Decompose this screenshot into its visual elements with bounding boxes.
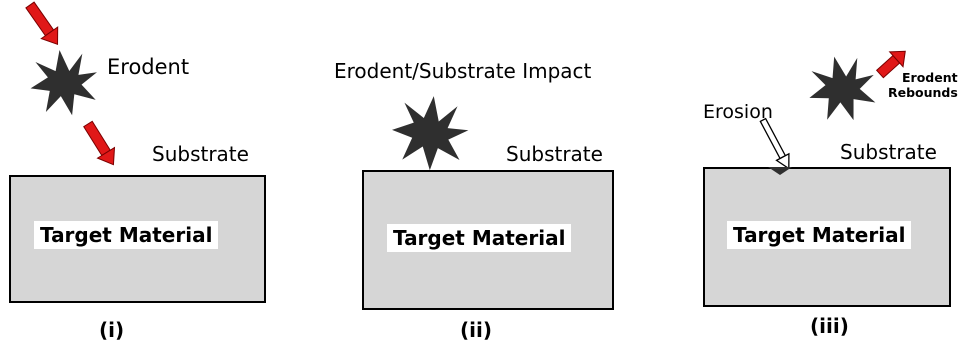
panel-caption: (i) [99,318,125,342]
erosion-pointer-icon [759,117,790,170]
target-material-label: Target Material [387,224,572,252]
target-material-block: Target Material [362,170,614,310]
erodent-label: Erodent [107,55,190,79]
rebound-label: Erodent Rebounds [888,70,958,100]
substrate-label: Substrate [152,142,249,166]
panel-caption: (ii) [460,318,492,342]
erosion-dent-icon [768,167,792,175]
substrate-label: Substrate [840,140,937,164]
rebound-arrow-icon [875,50,906,79]
incoming-arrow-icon [25,1,59,46]
target-material-label: Target Material [34,221,219,249]
particle-icon [801,48,884,130]
panel-caption: (iii) [810,314,849,338]
erosion-label: Erosion [703,101,773,123]
impact-label: Erodent/Substrate Impact [334,59,592,83]
rebound-label-line2: Rebounds [888,85,958,100]
target-material-label: Target Material [727,221,912,249]
particle-icon [388,92,472,174]
target-material-block: Target Material [9,175,266,303]
particle-icon [25,45,103,121]
substrate-label: Substrate [506,142,603,166]
incoming-arrow-icon [83,120,116,166]
target-material-block: Target Material [703,167,951,307]
rebound-label-line1: Erodent [902,70,958,85]
